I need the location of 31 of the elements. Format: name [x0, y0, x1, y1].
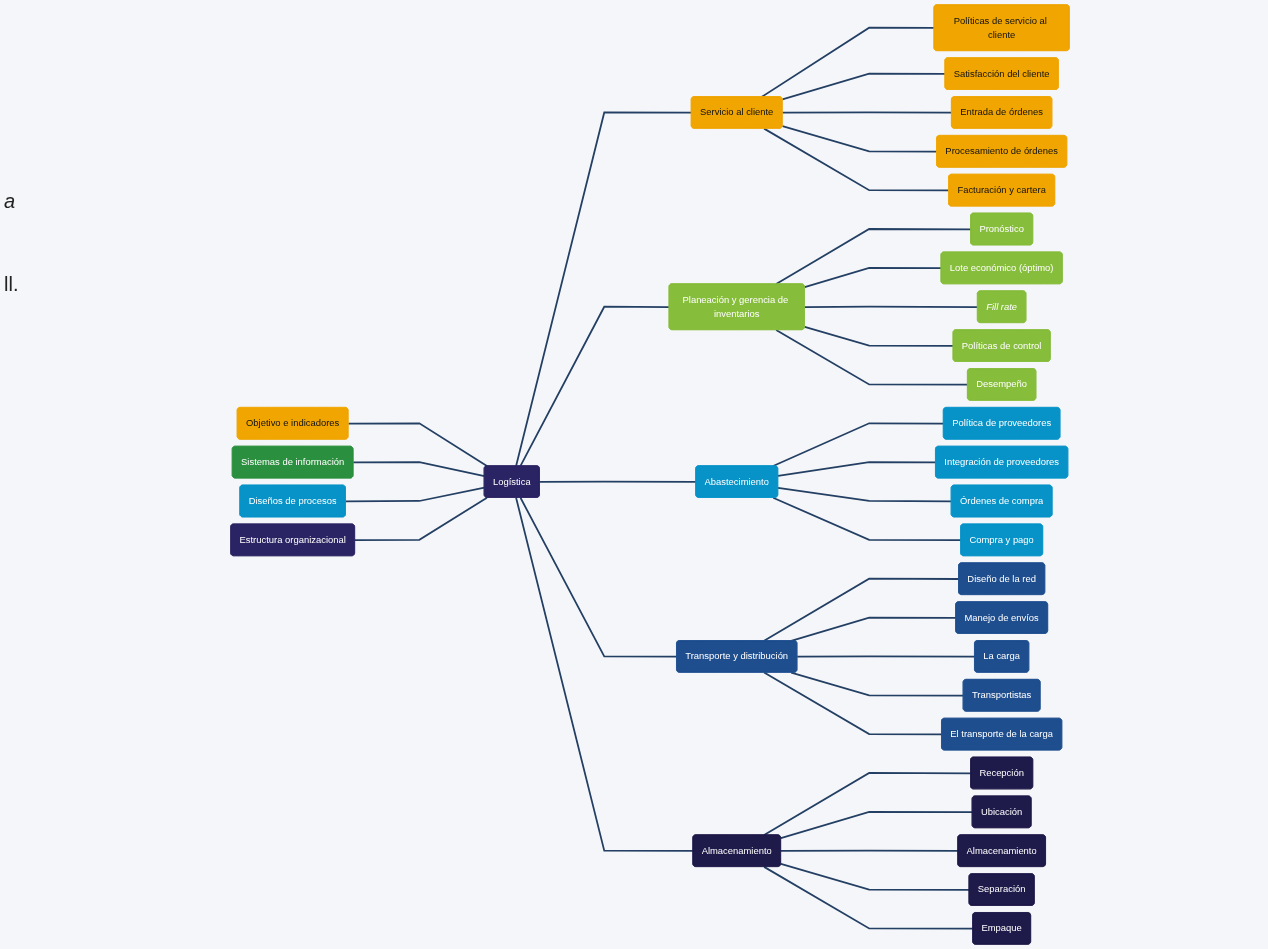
connector: [344, 486, 486, 503]
connector: [781, 111, 953, 114]
connector: [763, 866, 974, 930]
connector: [772, 422, 945, 467]
connector: [790, 671, 965, 697]
text-fragment: ll.: [4, 273, 20, 296]
connector: [775, 228, 972, 285]
connector: [790, 616, 957, 642]
connector: [777, 487, 953, 503]
connector: [763, 671, 943, 736]
connector: [519, 496, 678, 658]
connector: [780, 810, 974, 839]
connector: [515, 111, 693, 467]
connector: [763, 577, 960, 642]
connector: [796, 655, 976, 658]
connector: [775, 329, 969, 386]
connector: [352, 461, 486, 477]
text-fragment: a: [4, 190, 17, 213]
connector: [763, 772, 972, 836]
connector: [763, 127, 950, 192]
connector: [781, 125, 938, 153]
connector: [777, 461, 937, 477]
connector: [519, 305, 671, 467]
connector: [354, 496, 488, 542]
connector: [803, 326, 955, 347]
connector: [515, 496, 694, 852]
connector: [780, 849, 959, 852]
connector: [803, 305, 979, 308]
connector: [538, 480, 697, 483]
connector: [772, 496, 962, 542]
connector: [347, 422, 488, 467]
